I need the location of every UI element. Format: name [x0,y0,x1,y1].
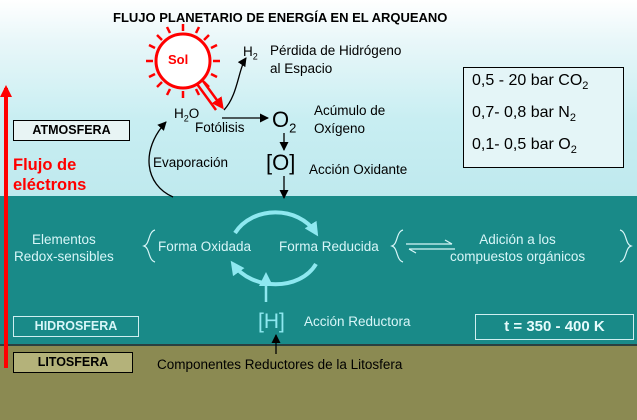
reduced-form-label: Forma Reducida [279,239,379,254]
atmosphere-composition-panel: 0,5 - 20 bar CO2 0,7- 0,8 bar N2 0,1- 0,… [463,67,624,168]
lithosphere-reductants-label: Componentes Reductores de la Litosfera [157,357,403,372]
evaporation-label: Evaporación [153,155,229,170]
photolysis-ray-arrow [195,80,224,111]
reductant-symbol: [H] [258,310,285,333]
atmosphere-label: ATMOSFERA [13,120,130,141]
oxidized-form-label: Forma Oxidada [158,239,252,254]
o2-pressure: 0,1- 0,5 bar O2 [472,136,577,157]
right-brace [619,229,633,263]
n2-pressure: 0,7- 0,8 bar N2 [472,104,576,125]
reduction-cycle-arrow [233,210,319,237]
co2-pressure: 0,5 - 20 bar CO2 [472,72,589,93]
sun-label: Sol [168,52,189,67]
equilibrium-arrow [406,239,455,254]
water-formula: H2O [174,106,200,124]
hydrogen-escape-arrow [223,57,247,111]
left-brace [142,229,156,263]
lithosphere-label: LITOSFERA [13,352,133,373]
o2-formula: O2 [272,107,297,136]
evaporation-arrow [148,121,174,198]
sun-icon [146,24,220,98]
seabed-line [0,344,637,346]
hydrosphere-label: HIDROSFERA [13,316,139,337]
hydrosphere-layer [0,196,637,344]
reductant-label: Acción Reductora [304,314,411,329]
temperature-range: t = 350 - 400 K [475,314,634,340]
h2-formula: H2 [243,44,258,62]
photolysis-label: Fotólisis [195,120,245,135]
oxidation-cycle-arrow [230,260,318,287]
oxidant-label: Acción Oxidante [309,162,408,177]
oxidant-symbol: [O] [266,150,296,175]
middle-brace [390,229,404,263]
diagram-title: FLUJO PLANETARIO DE ENERGÍA EN EL ARQUEA… [113,10,448,25]
